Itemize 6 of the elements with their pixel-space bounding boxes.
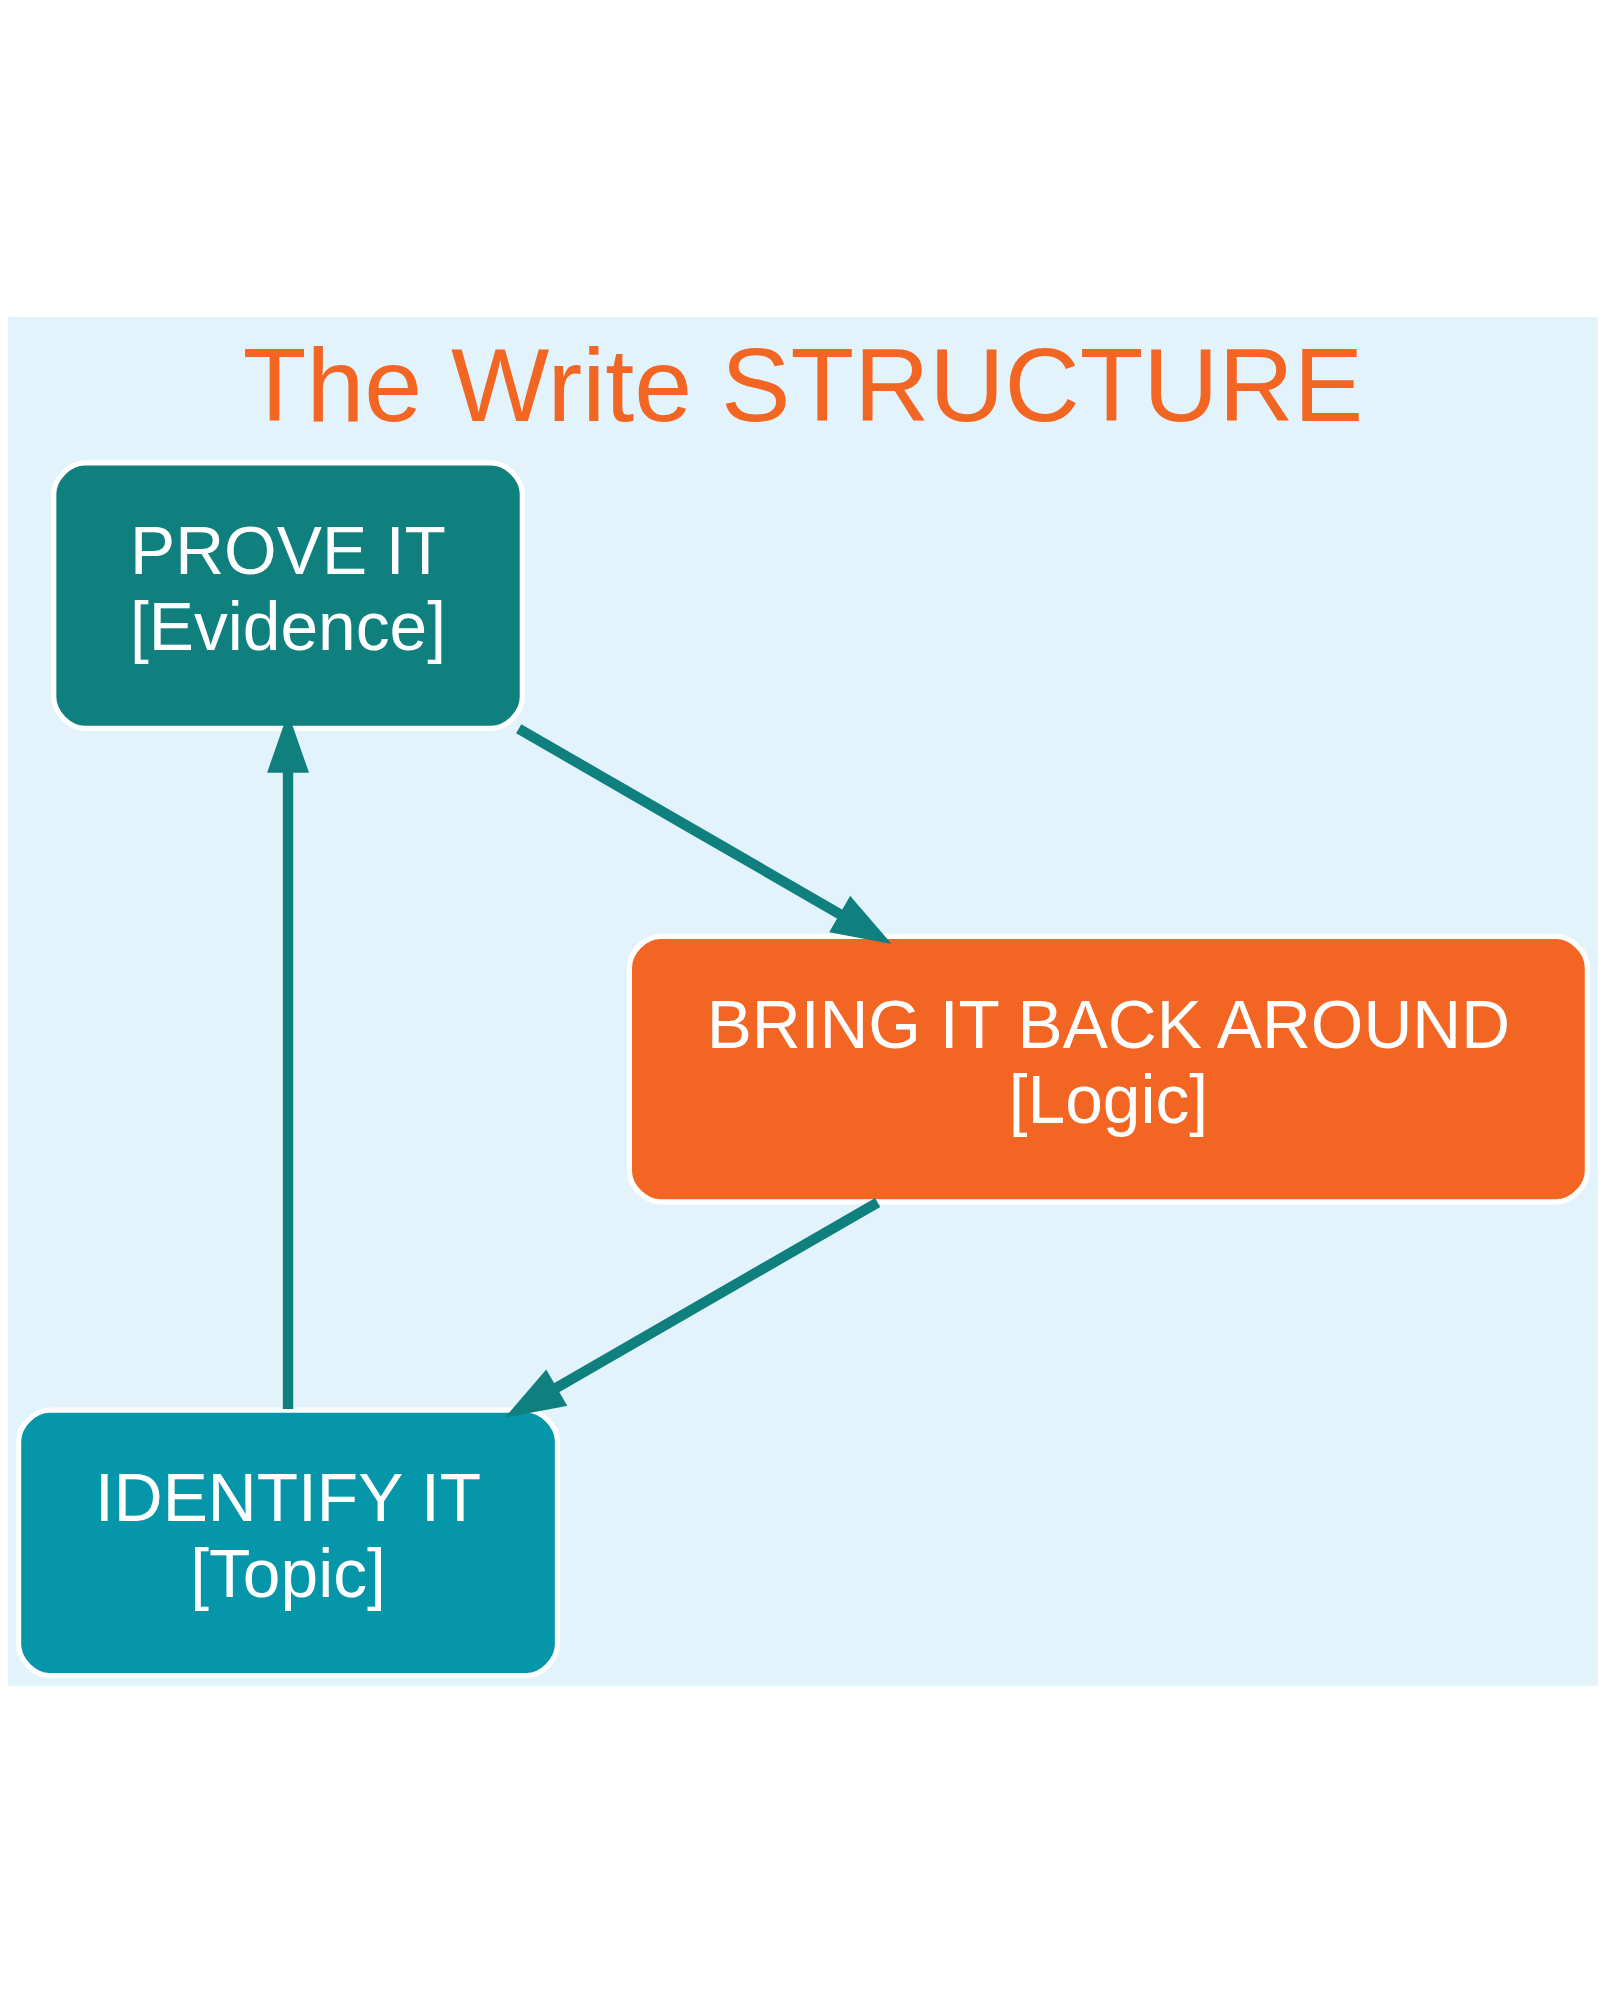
arrow: [504, 1197, 881, 1418]
diagram-title: The Write STRUCTURE: [242, 327, 1364, 444]
arrow: [516, 724, 892, 945]
node-box: BRING IT BACK AROUND [Logic]: [626, 933, 1590, 1205]
node-box: PROVE IT [Evidence]: [51, 460, 525, 731]
node-box: IDENTIFY IT [Topic]: [16, 1407, 561, 1679]
